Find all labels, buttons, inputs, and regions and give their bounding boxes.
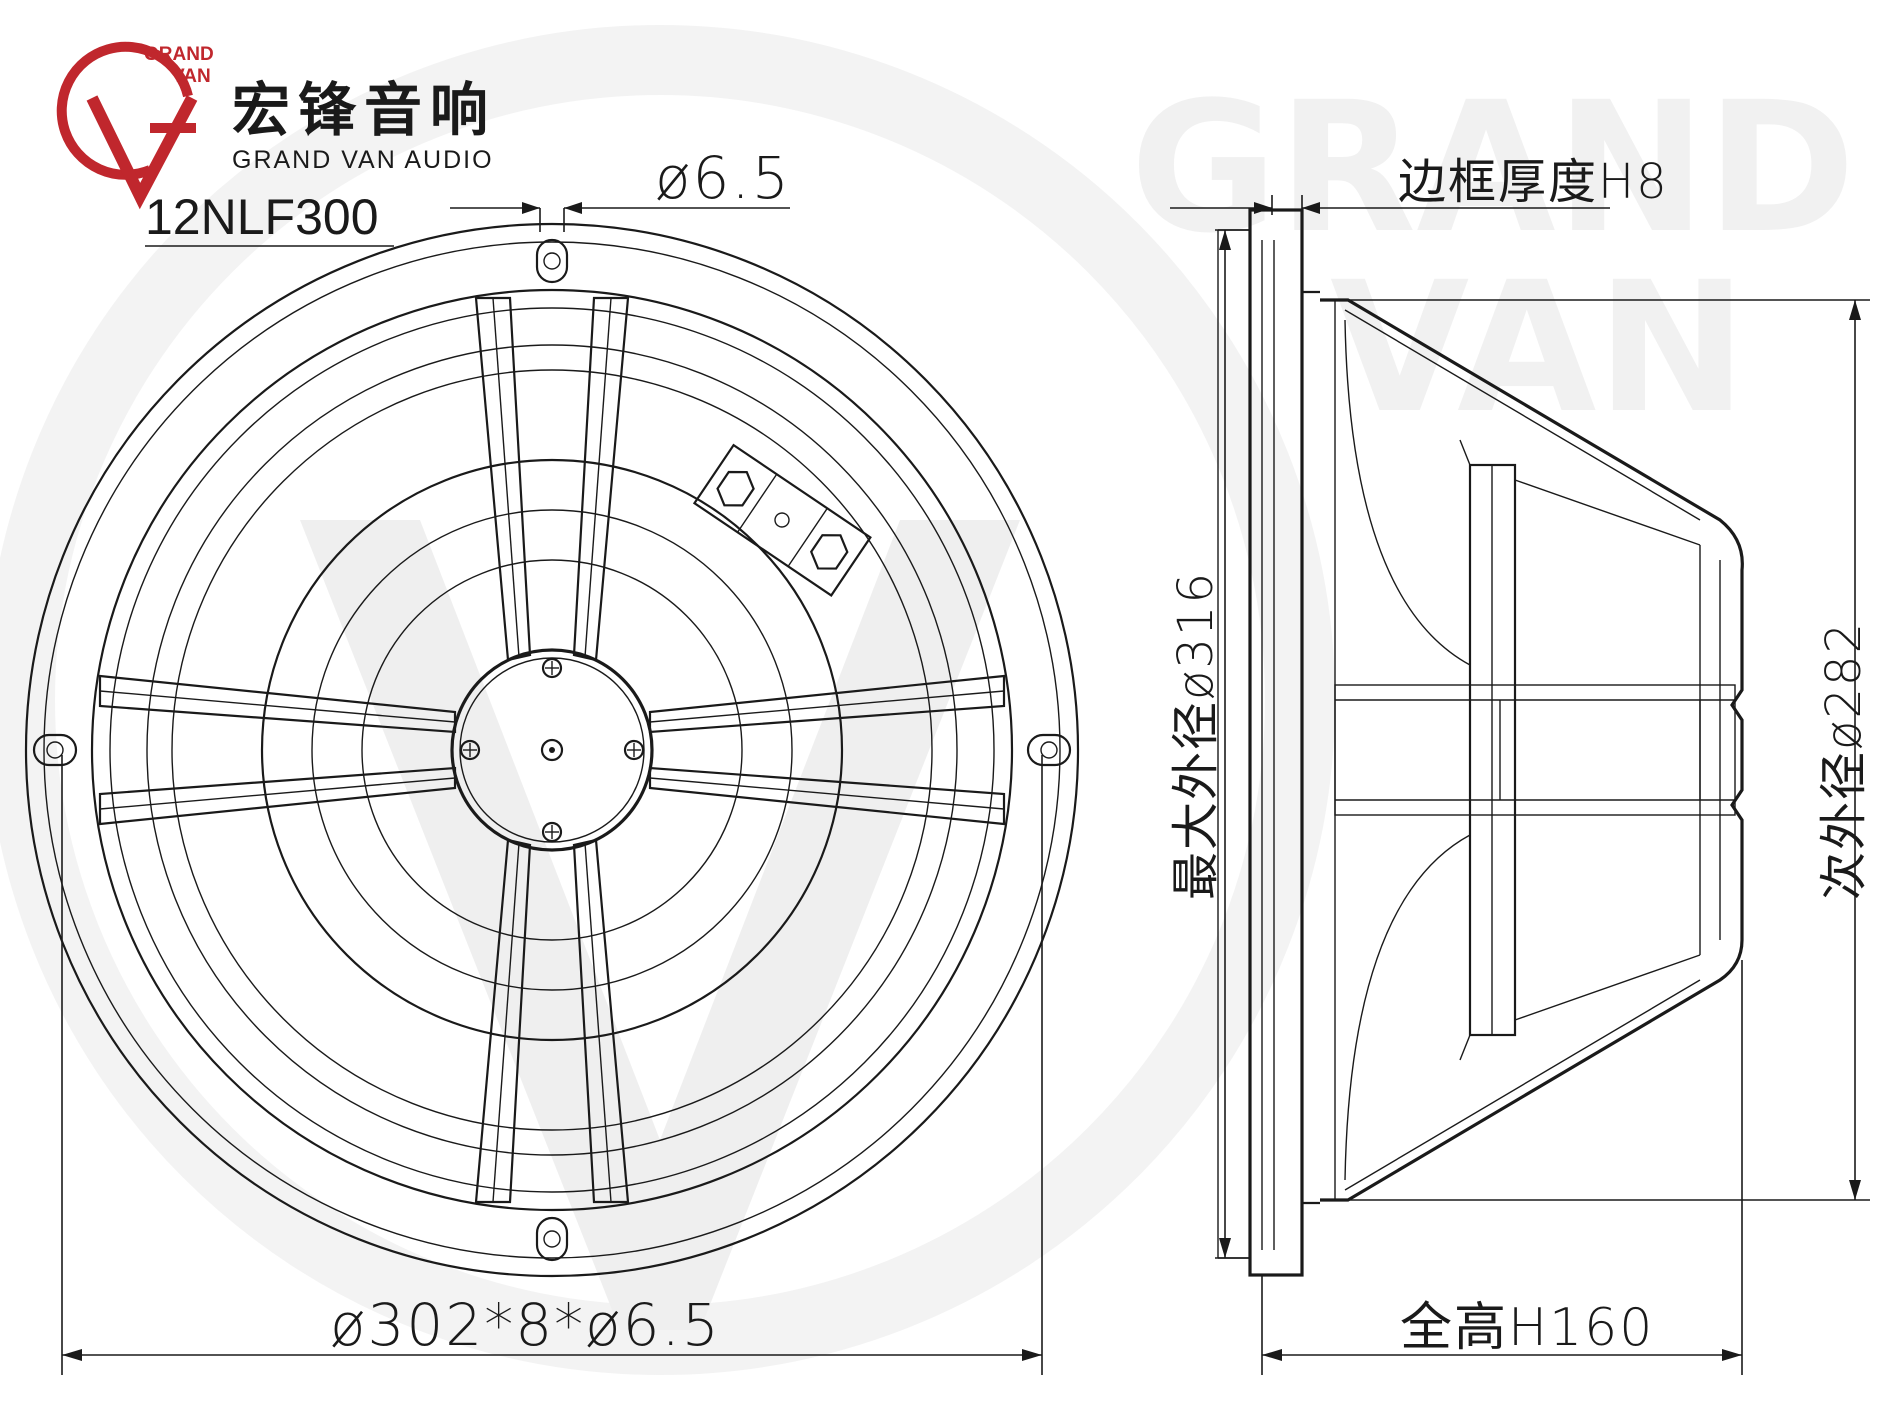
mounting-slot-bottom bbox=[535, 1216, 569, 1262]
watermark-line2: VAN bbox=[1330, 244, 1747, 453]
total-height-label: 全高H160 bbox=[1400, 1298, 1654, 1358]
mounting-slot-top bbox=[535, 238, 569, 284]
frame-thickness-label: 边框厚度H8 bbox=[1398, 154, 1669, 210]
frame-thickness-dimension bbox=[1170, 195, 1610, 215]
total-height-dimension bbox=[1261, 960, 1743, 1375]
mounting-slot-left bbox=[32, 733, 78, 767]
hole-diameter-label: ø6.5 bbox=[655, 144, 791, 212]
brand-name-cn: 宏锋音响 bbox=[232, 76, 496, 144]
inner-outer-diameter-label: 次外径ø282 bbox=[1816, 621, 1872, 900]
logo-mini-line2: VAN bbox=[172, 66, 211, 87]
mounting-dimension bbox=[61, 755, 1043, 1375]
mounting-slot-right bbox=[1026, 733, 1072, 767]
center-screws bbox=[459, 657, 645, 843]
frame-spokes bbox=[98, 296, 1006, 1204]
logo-mini-line1: GRAND bbox=[144, 44, 214, 65]
terminal-block bbox=[692, 443, 872, 597]
speaker-front-view-icon bbox=[24, 222, 1080, 1278]
model-number: 12NLF300 bbox=[145, 189, 379, 245]
max-outer-diameter-label: 最大外径ø316 bbox=[1168, 571, 1224, 900]
max-outer-diameter-dimension bbox=[1215, 229, 1250, 1259]
speaker-side-view-icon bbox=[1217, 208, 1744, 1277]
grand-van-logo-icon bbox=[56, 41, 198, 210]
inner-outer-diameter-dimension bbox=[1320, 299, 1870, 1201]
mounting-label: ø302*8*ø6.5 bbox=[330, 1291, 721, 1359]
brand-name-en: GRAND VAN AUDIO bbox=[232, 146, 494, 174]
hole-diameter-dimension bbox=[450, 202, 790, 232]
